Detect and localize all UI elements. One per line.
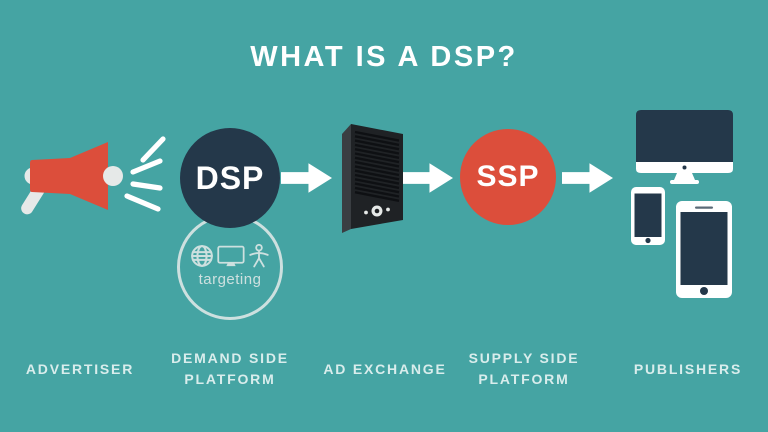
server-icon <box>342 124 403 233</box>
person-icon <box>249 244 269 268</box>
dsp-circle: DSP <box>180 128 280 228</box>
publishers-label: PUBLISHERS <box>633 360 743 377</box>
desktop-computer-icon <box>636 110 733 184</box>
dsp-abbr: DSP <box>195 159 265 196</box>
ssp-abbr: SSP <box>476 160 540 193</box>
ssp-circle: SSP <box>460 129 556 225</box>
ad-exchange-label: AD EXCHANGE <box>323 360 447 377</box>
flow-arrow-3 <box>562 163 613 193</box>
advertiser-label: ADVERTISER <box>25 360 135 377</box>
page-title: WHAT IS A DSP? <box>250 41 518 73</box>
supply-side-platform-label: SUPPLY SIDE PLATFORM <box>468 350 580 387</box>
targeting-ring: targeting <box>177 214 283 320</box>
globe-icon <box>191 245 213 267</box>
smartphone-icon <box>631 187 665 245</box>
monitor-icon <box>217 245 245 267</box>
sound-waves-icon <box>124 136 166 212</box>
targeting-icons <box>190 244 270 268</box>
flow-arrow-2 <box>402 163 453 193</box>
megaphone-icon <box>21 136 166 215</box>
tablet-icon <box>676 201 732 298</box>
targeting-label: targeting <box>198 271 262 288</box>
demand-side-platform-label: DEMAND SIDE PLATFORM <box>171 350 289 387</box>
flow-arrow-1 <box>281 163 332 193</box>
